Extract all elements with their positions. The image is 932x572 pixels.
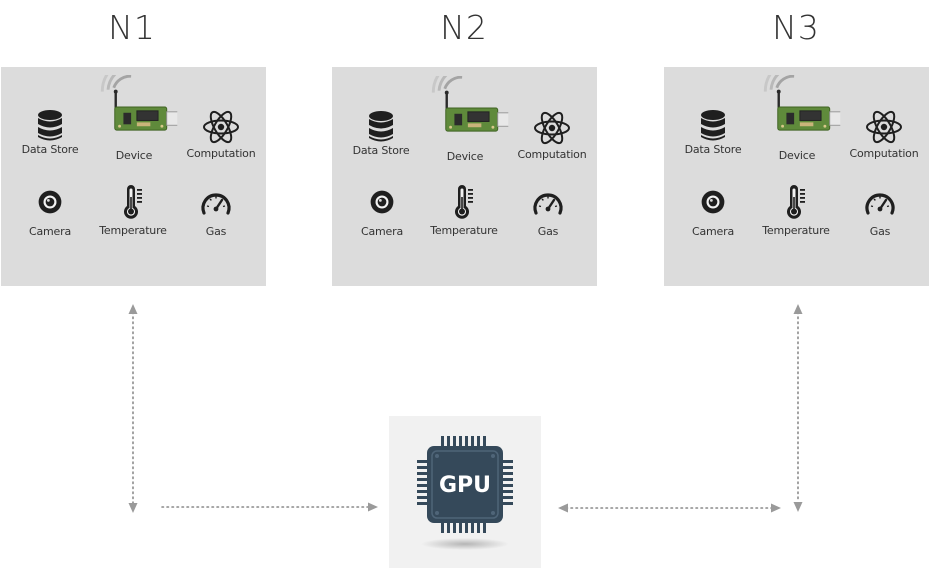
- computation-item: Computation: [507, 108, 597, 161]
- temperature-label: Temperature: [430, 224, 498, 237]
- computation-item: Computation: [176, 107, 266, 160]
- data-store-label: Data Store: [684, 143, 742, 156]
- temperature-item: Temperature: [88, 185, 178, 237]
- camera-item: Camera: [668, 189, 758, 238]
- camera-item: Camera: [5, 189, 95, 238]
- temperature-item: Temperature: [419, 185, 509, 237]
- computation-item: Computation: [839, 107, 929, 160]
- gas-item: Gas: [835, 189, 925, 238]
- computation-label: Computation: [186, 147, 256, 160]
- gpu-node: GPU: [389, 416, 541, 568]
- node-title-n1: N1: [108, 8, 156, 47]
- node-title-n3: N3: [772, 8, 820, 47]
- data-store-label: Data Store: [352, 144, 410, 157]
- gas-item: Gas: [171, 189, 261, 238]
- device-label: Device: [446, 150, 484, 163]
- device-label: Device: [778, 149, 816, 162]
- arrow-up-n3-icon: [793, 304, 803, 314]
- computation-label: Computation: [849, 147, 919, 160]
- device-label: Device: [115, 149, 153, 162]
- device-item: Device: [752, 75, 842, 162]
- temperature-label: Temperature: [762, 224, 830, 237]
- device-item: Device: [89, 75, 179, 162]
- temperature-label: Temperature: [99, 224, 167, 237]
- node-panel-n3: Data Store Device Computation Camera Tem…: [664, 67, 929, 286]
- gas-item: Gas: [503, 189, 593, 238]
- gas-label: Gas: [869, 225, 891, 238]
- device-item: Device: [420, 76, 510, 163]
- gas-label: Gas: [537, 225, 559, 238]
- arrow-down-n3-icon: [793, 502, 803, 512]
- computation-label: Computation: [517, 148, 587, 161]
- camera-label: Camera: [361, 225, 403, 238]
- temperature-item: Temperature: [751, 185, 841, 237]
- arrow-right-gpu-icon: [368, 502, 378, 512]
- data-store-item: Data Store: [336, 110, 426, 157]
- arrow-down-n1-icon: [128, 503, 138, 513]
- node-panel-n2: Data Store Device Computation Camera Tem…: [332, 67, 597, 286]
- arrow-right-n3-icon: [771, 503, 781, 513]
- arrow-left-gpu-icon: [558, 503, 568, 513]
- gpu-label: GPU: [439, 473, 491, 498]
- data-store-item: Data Store: [5, 109, 95, 156]
- data-store-label: Data Store: [21, 143, 79, 156]
- data-store-item: Data Store: [668, 109, 758, 156]
- camera-label: Camera: [692, 225, 734, 238]
- arrow-up-n1-icon: [128, 304, 138, 314]
- gpu-chip-icon: GPU: [417, 436, 513, 550]
- camera-label: Camera: [29, 225, 71, 238]
- node-title-n2: N2: [440, 8, 488, 47]
- node-panel-n1: Data Store Device Computation Camera Tem…: [1, 67, 266, 286]
- gas-label: Gas: [205, 225, 227, 238]
- camera-item: Camera: [337, 189, 427, 238]
